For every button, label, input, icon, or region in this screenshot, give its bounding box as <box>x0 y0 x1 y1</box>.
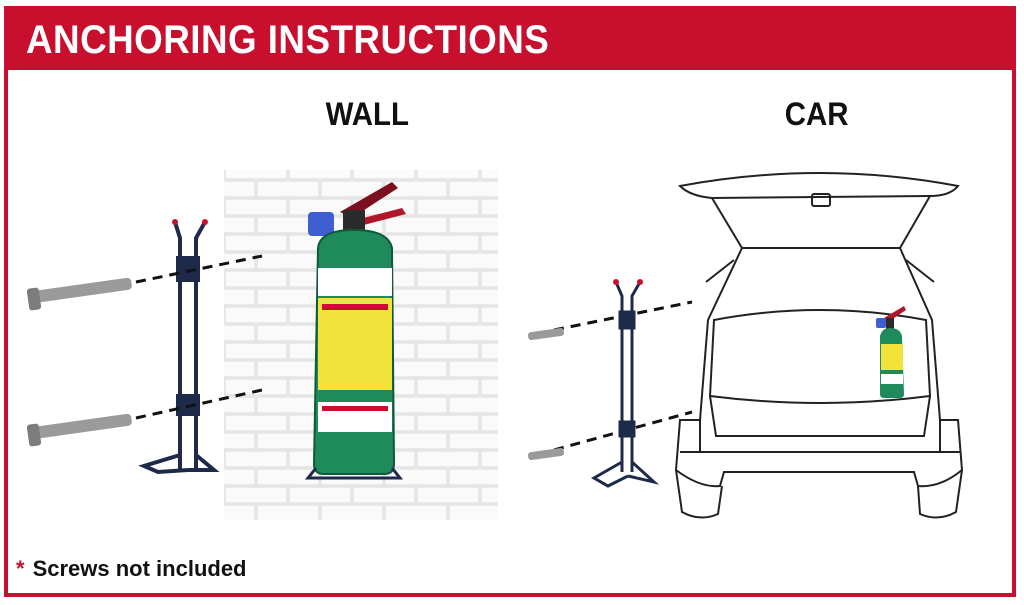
anchoring-panel: ANCHORING INSTRUCTIONS <box>4 6 1016 597</box>
page-title: ANCHORING INSTRUCTIONS <box>26 18 550 62</box>
screws-note: * Screws not included <box>16 556 247 582</box>
fire-extinguisher-icon <box>876 306 906 398</box>
car-trunk-icon <box>674 172 964 519</box>
wall-bracket-icon <box>590 279 660 488</box>
wall-section-label: WALL <box>325 96 410 132</box>
wall-bracket-icon <box>138 219 220 475</box>
car-section-label: CAR <box>784 96 849 132</box>
fire-extinguisher-icon <box>304 182 406 480</box>
screw-icon <box>26 277 132 447</box>
title-banner: ANCHORING INSTRUCTIONS <box>8 10 1012 70</box>
note-asterisk: * <box>16 556 25 581</box>
note-text: Screws not included <box>32 556 247 581</box>
screw-icon <box>528 327 564 461</box>
